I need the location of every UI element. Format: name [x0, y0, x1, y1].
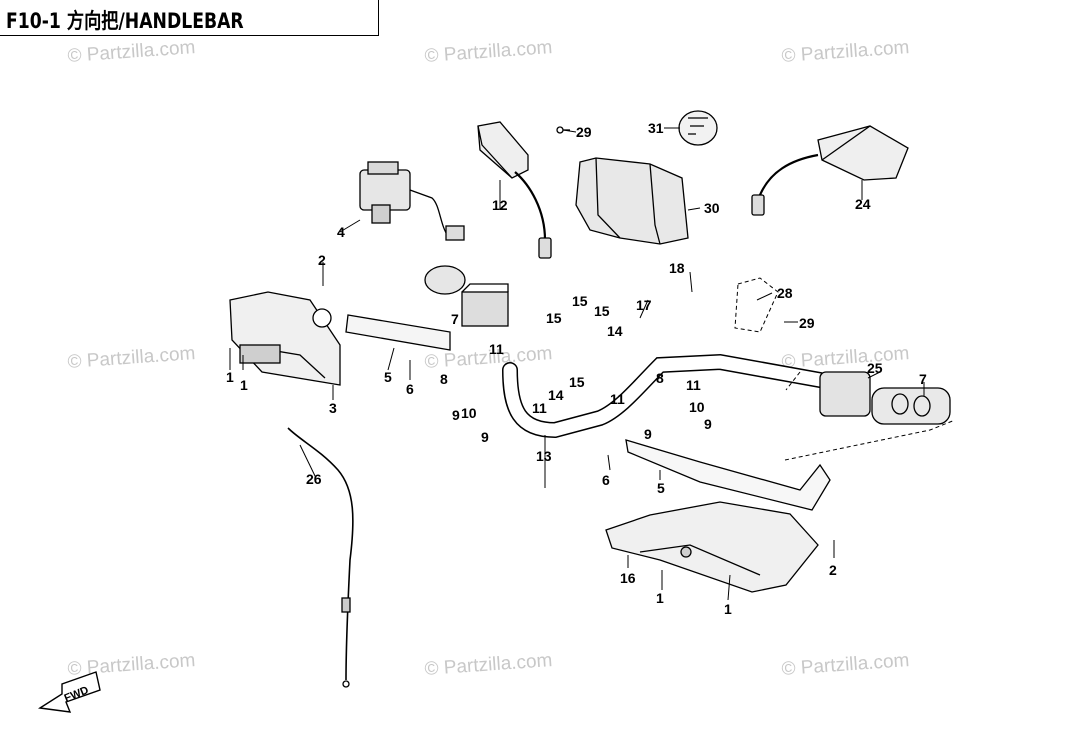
callout-18: 18	[669, 260, 685, 276]
callout-11: 11	[686, 377, 701, 393]
callout-15: 15	[546, 310, 562, 326]
callout-15: 15	[569, 374, 585, 390]
ignition-switch	[359, 161, 465, 241]
callout-labels: 1 1 1 1 2 2 3 4 5 5 6 6 7 7 8 8 9 9 9 9 …	[226, 120, 927, 617]
callout-10: 10	[461, 405, 477, 421]
callout-8: 8	[440, 371, 448, 387]
parts-drawing	[229, 110, 956, 688]
left-brace-bracket	[312, 308, 451, 351]
right-switch-grip	[819, 371, 951, 425]
left-hand-guard	[229, 291, 341, 386]
callout-16: 16	[620, 570, 636, 586]
callout-9: 9	[644, 426, 652, 442]
watermark: © Partzilla.com	[67, 343, 196, 373]
throttle-housing	[424, 265, 509, 327]
handlebar-tube	[502, 353, 828, 439]
callout-7: 7	[451, 311, 459, 327]
callout-1: 1	[656, 590, 664, 606]
callout-11: 11	[610, 391, 625, 407]
callout-1: 1	[226, 369, 234, 385]
callout-13: 13	[536, 448, 552, 464]
watermark: © Partzilla.com	[67, 37, 196, 67]
callout-17: 17	[636, 297, 652, 313]
callout-9: 9	[481, 429, 489, 445]
page-title: F10-1 方向把/HANDLEBAR	[6, 9, 244, 33]
callout-11: 11	[489, 341, 504, 357]
callout-5: 5	[384, 369, 392, 385]
callout-29: 29	[576, 124, 592, 140]
callout-4: 4	[337, 224, 345, 240]
callout-2: 2	[829, 562, 837, 578]
watermark: © Partzilla.com	[781, 37, 910, 67]
callout-5: 5	[657, 480, 665, 496]
title-box: F10-1 方向把/HANDLEBAR	[0, 0, 379, 36]
right-hand-guard	[605, 501, 819, 593]
callout-8: 8	[656, 370, 664, 386]
callout-9: 9	[452, 407, 460, 423]
right-brace-bracket	[625, 439, 831, 511]
callout-12: 12	[492, 197, 508, 213]
cap	[678, 110, 718, 146]
watermark: © Partzilla.com	[424, 650, 553, 680]
callout-24: 24	[855, 196, 871, 212]
callout-1: 1	[240, 377, 248, 393]
callout-6: 6	[602, 472, 610, 488]
callout-14: 14	[548, 387, 564, 403]
watermark: © Partzilla.com	[781, 650, 910, 680]
callout-14: 14	[607, 323, 623, 339]
callout-3: 3	[329, 400, 337, 416]
callout-28: 28	[777, 285, 793, 301]
watermark: © Partzilla.com	[424, 37, 553, 67]
callout-25: 25	[867, 360, 883, 376]
callout-6: 6	[406, 381, 414, 397]
callout-26: 26	[306, 471, 322, 487]
callout-15: 15	[572, 293, 588, 309]
callout-9: 9	[704, 416, 712, 432]
right-mirror	[751, 125, 909, 216]
throttle-cable	[287, 427, 354, 688]
handlebar-cover	[575, 157, 689, 245]
left-mirror	[477, 121, 552, 259]
callout-1: 1	[724, 601, 732, 617]
callout-30: 30	[704, 200, 720, 216]
callout-31: 31	[648, 120, 664, 136]
leader-lines	[229, 127, 925, 601]
callout-2: 2	[318, 252, 326, 268]
callout-10: 10	[689, 399, 705, 415]
callout-11: 11	[532, 400, 547, 416]
callout-7: 7	[919, 371, 927, 387]
callout-29: 29	[799, 315, 815, 331]
callout-15: 15	[594, 303, 610, 319]
watermark-layer: © Partzilla.com © Partzilla.com © Partzi…	[67, 37, 910, 680]
